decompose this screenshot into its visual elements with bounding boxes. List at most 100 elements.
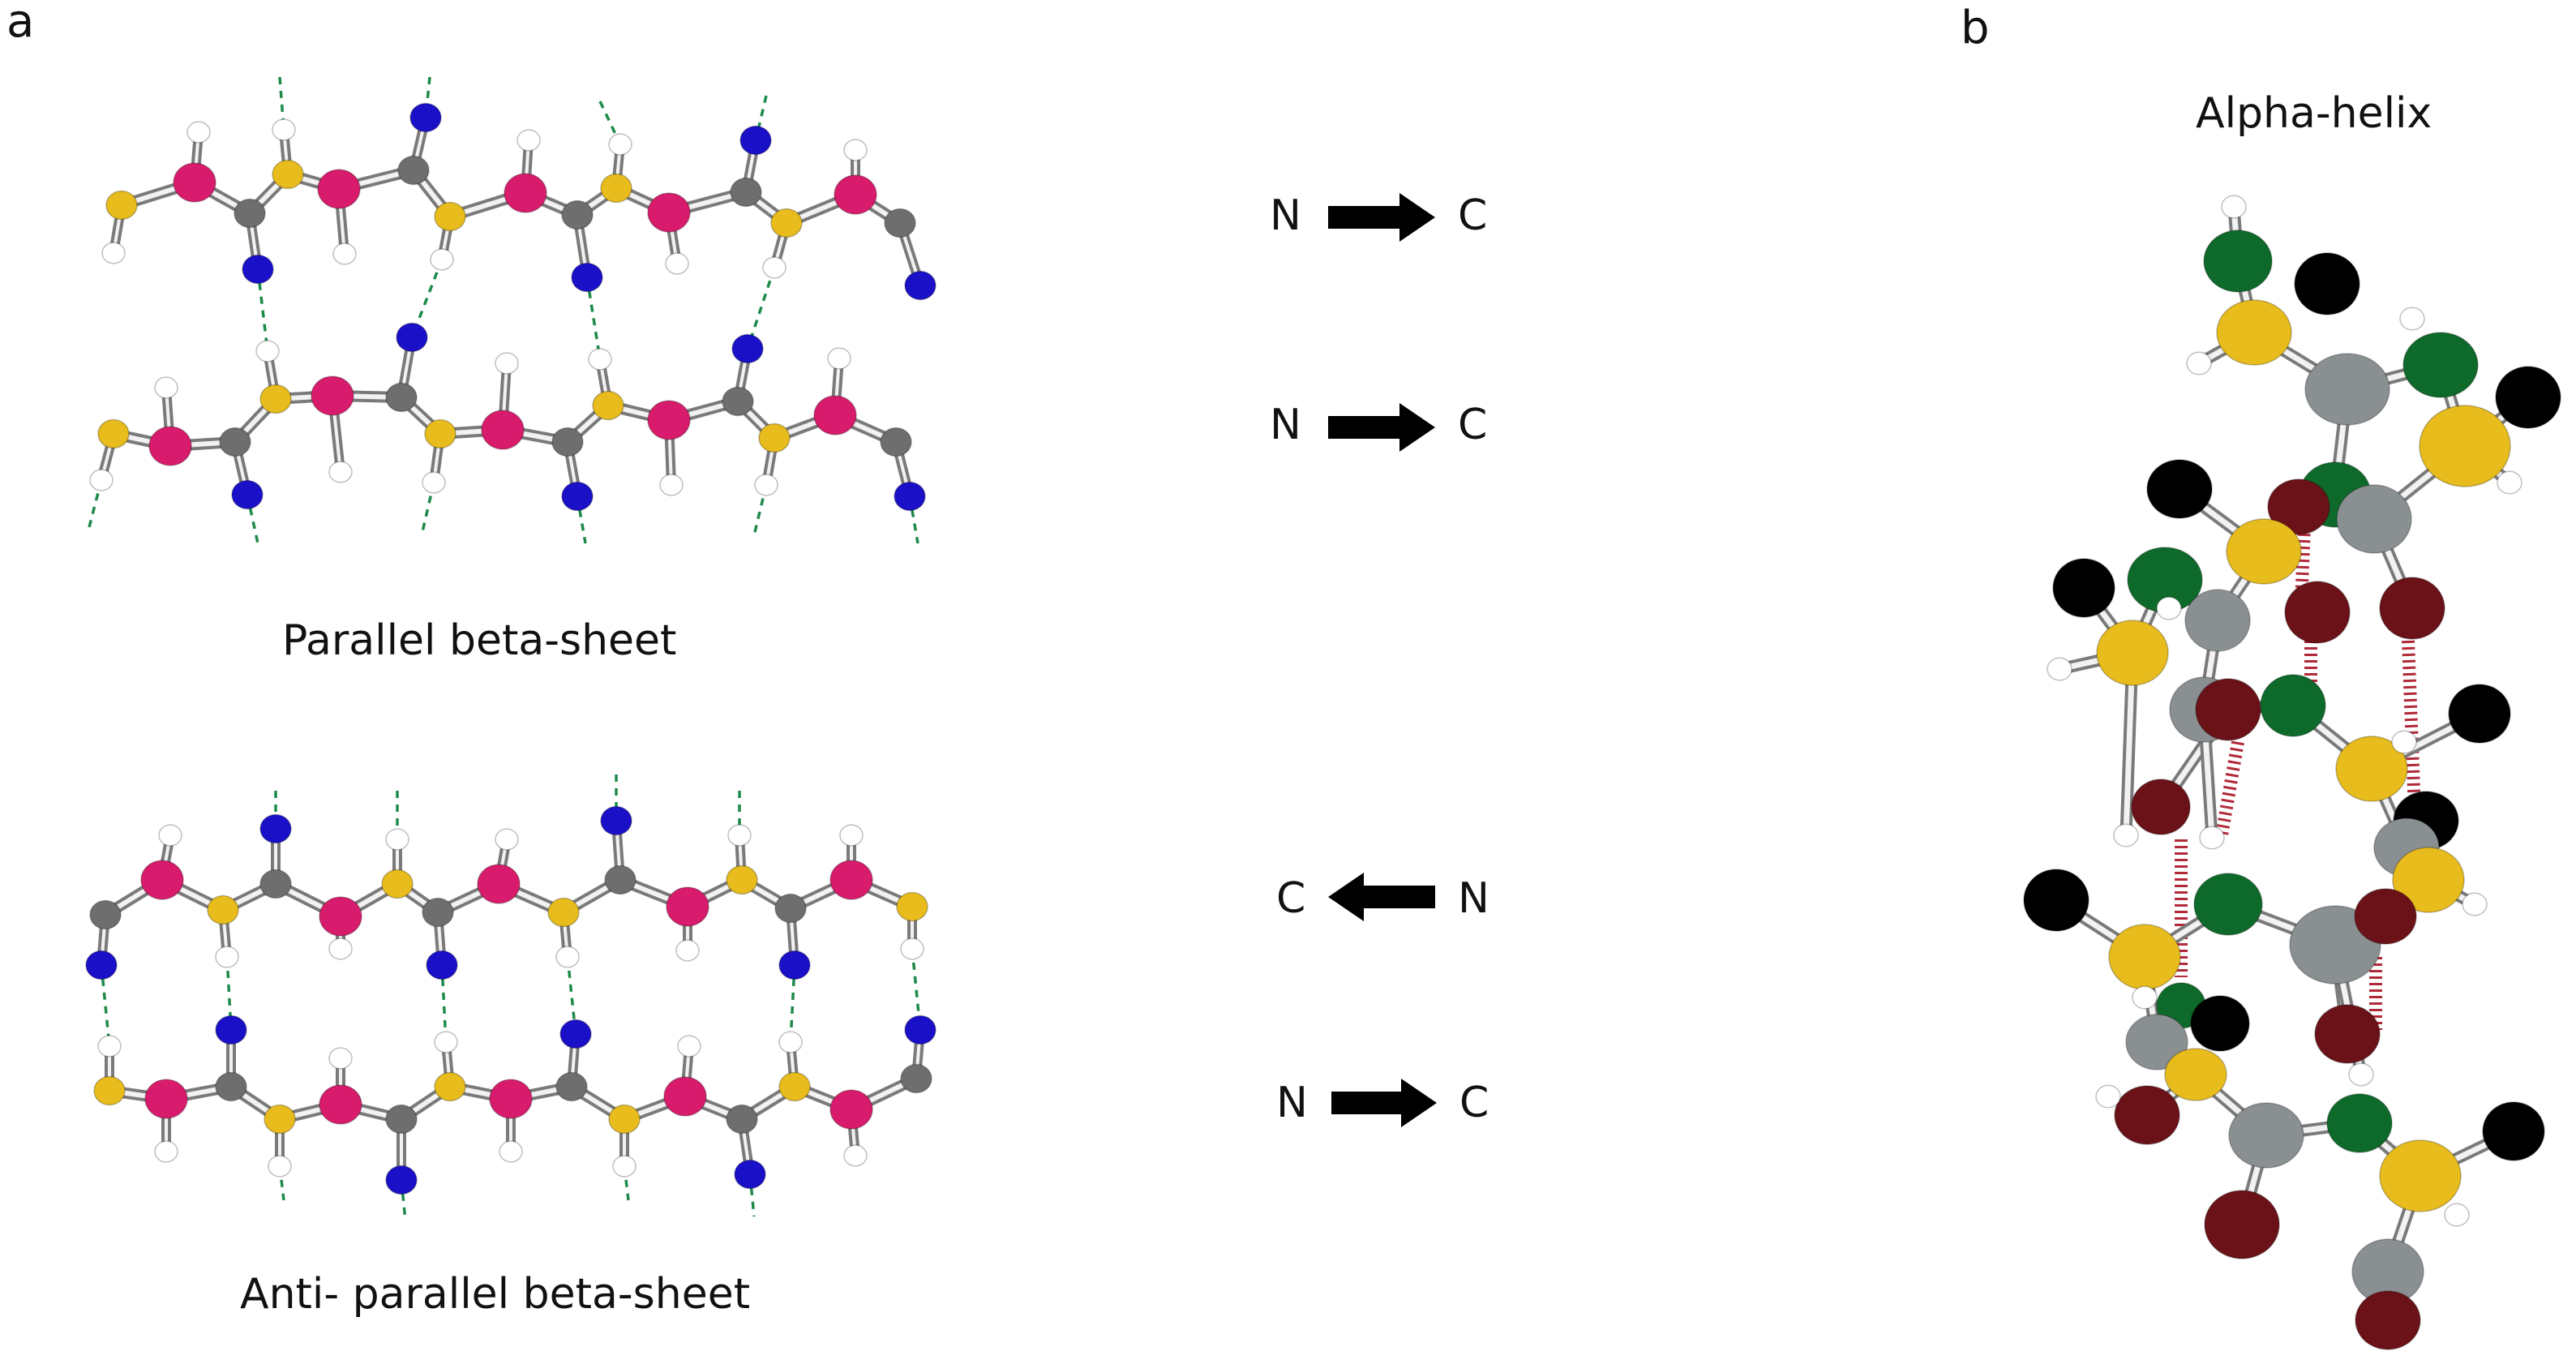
- antiparallel-beta-sheet-caption: Anti- parallel beta-sheet: [240, 1270, 751, 1319]
- antiparallel-strand-1-carbonyl-atom: [426, 950, 458, 980]
- antiparallel-strand-1-hydrogen-atom: [495, 828, 519, 851]
- direction-3-right-label: N: [1458, 874, 1489, 923]
- parallel-strand-1-hydrogen-atom: [272, 118, 296, 141]
- parallel-strand-1-hydrogen-atom: [665, 252, 689, 275]
- parallel-strand-1-backbone-atom-C: [730, 177, 762, 208]
- helix-hydrogen-bond: [2215, 740, 2244, 837]
- antiparallel-strand-1-backbone-atom-C: [774, 893, 807, 924]
- antiparallel-strand-1-backbone-atom-N: [726, 864, 758, 895]
- parallel-strand-2-carbonyl-atom: [894, 481, 926, 512]
- antiparallel-strand-2-carbonyl-atom: [385, 1165, 418, 1195]
- parallel-beta-sheet-caption: Parallel beta-sheet: [282, 616, 677, 665]
- antiparallel-strand-2-hydrogen-atom: [434, 1031, 458, 1053]
- helix-atom-nitrogen_alpha: [2216, 299, 2292, 366]
- parallel-strand-1-backbone-atom-N: [770, 208, 803, 238]
- antiparallel-strand-1-backbone-atom-C: [604, 864, 636, 895]
- parallel-strand-2-backbone-atom-N: [424, 418, 456, 449]
- parallel-strand-2-backbone-atom-C: [722, 386, 754, 417]
- antiparallel-strand-1-backbone-atom-N: [381, 869, 414, 899]
- parallel-strand-1-carbonyl-atom: [739, 125, 772, 156]
- parallel-strand-2-backbone-atom-O: [311, 375, 354, 416]
- antiparallel-strand-2-backbone-atom-C: [215, 1071, 247, 1102]
- parallel-strand-1-hydrogen-atom: [430, 248, 454, 271]
- direction-arrow-1: [1328, 193, 1435, 242]
- parallel-strand-2-hydrogen-atom: [255, 340, 280, 363]
- helix-atom-nitrogen_alpha: [2096, 620, 2169, 686]
- helix-hydrogen-atom: [2113, 823, 2139, 847]
- antiparallel-strand-1-backbone-atom-N: [547, 897, 580, 928]
- antiparallel-strand-1-carbonyl-atom: [600, 805, 632, 836]
- antiparallel-strand-1-backbone-atom-C: [259, 869, 292, 899]
- helix-atom-maroon: [2284, 581, 2351, 644]
- antiparallel-strand-1-hydrogen-atom: [158, 824, 182, 847]
- antiparallel-strand-2-backbone-atom-O: [663, 1076, 707, 1117]
- parallel-strand-2-hydrogen-atom: [154, 376, 178, 399]
- parallel-strand-2-carbonyl-atom: [731, 333, 764, 364]
- parallel-strand-1-hydrogen-atom: [186, 121, 211, 144]
- helix-atom-maroon: [2379, 577, 2445, 640]
- antiparallel-strand-2-hydrogen-atom: [677, 1035, 701, 1058]
- antiparallel-strand-2-backbone-atom-O: [319, 1084, 362, 1125]
- parallel-strand-1-backbone-atom-N: [105, 190, 138, 221]
- helix-atom-nitrogen_alpha: [2419, 405, 2511, 487]
- direction-4-right-label: C: [1459, 1079, 1489, 1127]
- panel-a-letter: a: [6, 0, 35, 48]
- antiparallel-strand-1-backbone-atom-O: [829, 860, 873, 900]
- parallel-strand-2-carbonyl-atom: [396, 322, 428, 353]
- helix-atom-grey: [2304, 353, 2390, 426]
- antiparallel-strand-2-backbone-atom-N: [608, 1104, 641, 1135]
- helix-atom-nitrogen_alpha: [2108, 924, 2181, 990]
- antiparallel-strand-1-backbone-atom-O: [319, 896, 362, 937]
- parallel-strand-2-hydrogen-atom: [754, 474, 778, 496]
- atoms-layer: [85, 102, 2561, 1350]
- helix-hydrogen-atom: [2156, 596, 2182, 620]
- helix-atom-maroon: [2355, 1290, 2421, 1350]
- antiparallel-strand-1-hydrogen-atom: [385, 828, 409, 851]
- antiparallel-strand-2-carbonyl-atom: [559, 1019, 592, 1049]
- direction-arrow-3: [1328, 873, 1435, 921]
- helix-atom-black: [2448, 684, 2511, 744]
- parallel-strand-1-backbone-atom-O: [834, 174, 877, 215]
- helix-atom-maroon: [2204, 1190, 2280, 1259]
- helix-atom-green: [2203, 230, 2273, 293]
- antiparallel-strand-1-hydrogen-atom: [555, 946, 580, 968]
- parallel-strand-2-backbone-atom-O: [813, 395, 857, 435]
- direction-arrow-4: [1331, 1079, 1437, 1127]
- antiparallel-strand-2-backbone-atom-N: [264, 1104, 296, 1135]
- parallel-strand-1-hydrogen-atom: [332, 242, 357, 265]
- parallel-strand-2-backbone-atom-N: [592, 390, 624, 421]
- antiparallel-strand-1-backbone-atom-O: [477, 864, 521, 904]
- direction-2-right-label: C: [1458, 401, 1488, 449]
- antiparallel-strand-2-hydrogen-atom: [499, 1140, 523, 1163]
- helix-atom-maroon: [2314, 1004, 2381, 1064]
- helix-atom-maroon: [2195, 678, 2261, 741]
- helix-atom-maroon: [2267, 478, 2330, 535]
- helix-atom-black: [2190, 995, 2250, 1052]
- antiparallel-strand-2-hydrogen-atom: [778, 1031, 803, 1053]
- antiparallel-strand-1-backbone-atom-N: [207, 895, 239, 925]
- direction-1-left-label: N: [1270, 191, 1301, 240]
- parallel-strand-1-hydrogen-atom: [516, 129, 541, 152]
- direction-4-left-label: N: [1276, 1079, 1308, 1127]
- parallel-strand-2-backbone-atom-O: [647, 400, 691, 440]
- helix-atom-black: [2294, 252, 2360, 315]
- helix-atom-green: [2326, 1093, 2393, 1153]
- direction-3-left-label: C: [1276, 874, 1306, 923]
- helix-hydrogen-atom: [2199, 826, 2225, 850]
- helix-atom-maroon: [2131, 779, 2191, 835]
- helix-hydrogen-atom: [2444, 1203, 2470, 1227]
- direction-arrows-layer: [1328, 193, 1437, 1127]
- helix-atom-green: [2260, 674, 2326, 737]
- parallel-strand-2-hydrogen-atom: [659, 474, 684, 496]
- parallel-strand-2-backbone-atom-C: [219, 427, 251, 457]
- antiparallel-strand-1-hydrogen-atom: [839, 824, 864, 847]
- antiparallel-strand-1-backbone-atom-O: [666, 886, 709, 927]
- helix-atom-maroon: [2354, 888, 2417, 945]
- helix-hydrogen-atom: [2221, 195, 2247, 219]
- parallel-strand-1-carbonyl-atom: [242, 254, 274, 285]
- parallel-strand-2-hydrogen-atom: [422, 471, 446, 494]
- antiparallel-strand-2-hydrogen-atom: [97, 1035, 122, 1058]
- parallel-strand-2-backbone-atom-O: [148, 426, 192, 466]
- antiparallel-strand-1-backbone-atom-C: [89, 899, 122, 930]
- parallel-strand-2-carbonyl-atom: [561, 481, 594, 512]
